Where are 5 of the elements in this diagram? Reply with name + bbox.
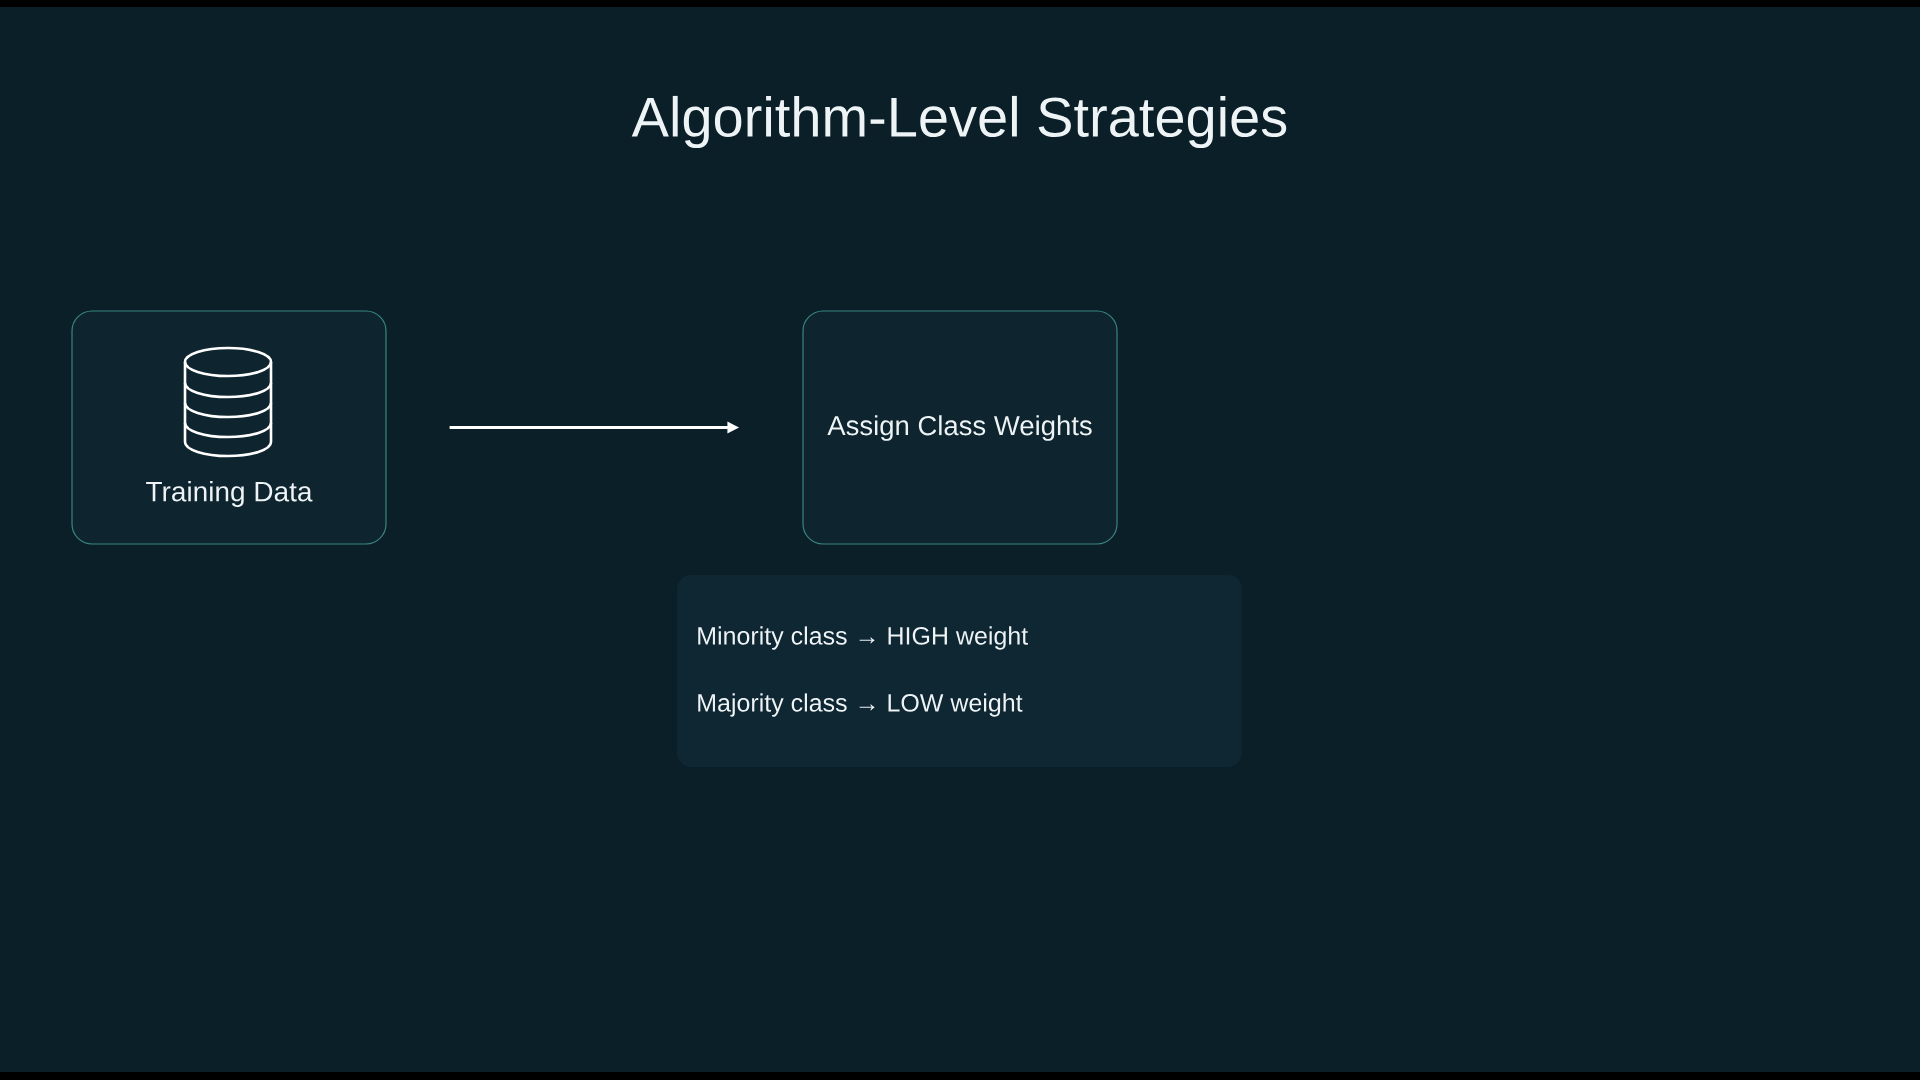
slide-title: Algorithm-Level Strategies bbox=[631, 95, 1287, 149]
note-text: Minority class → HIGH weight bbox=[698, 626, 1028, 650]
note-text: Majority class → LOW weight bbox=[698, 693, 1023, 717]
process-box: Assign Class Weights bbox=[802, 310, 1118, 545]
data-box: Training Data bbox=[71, 310, 387, 545]
